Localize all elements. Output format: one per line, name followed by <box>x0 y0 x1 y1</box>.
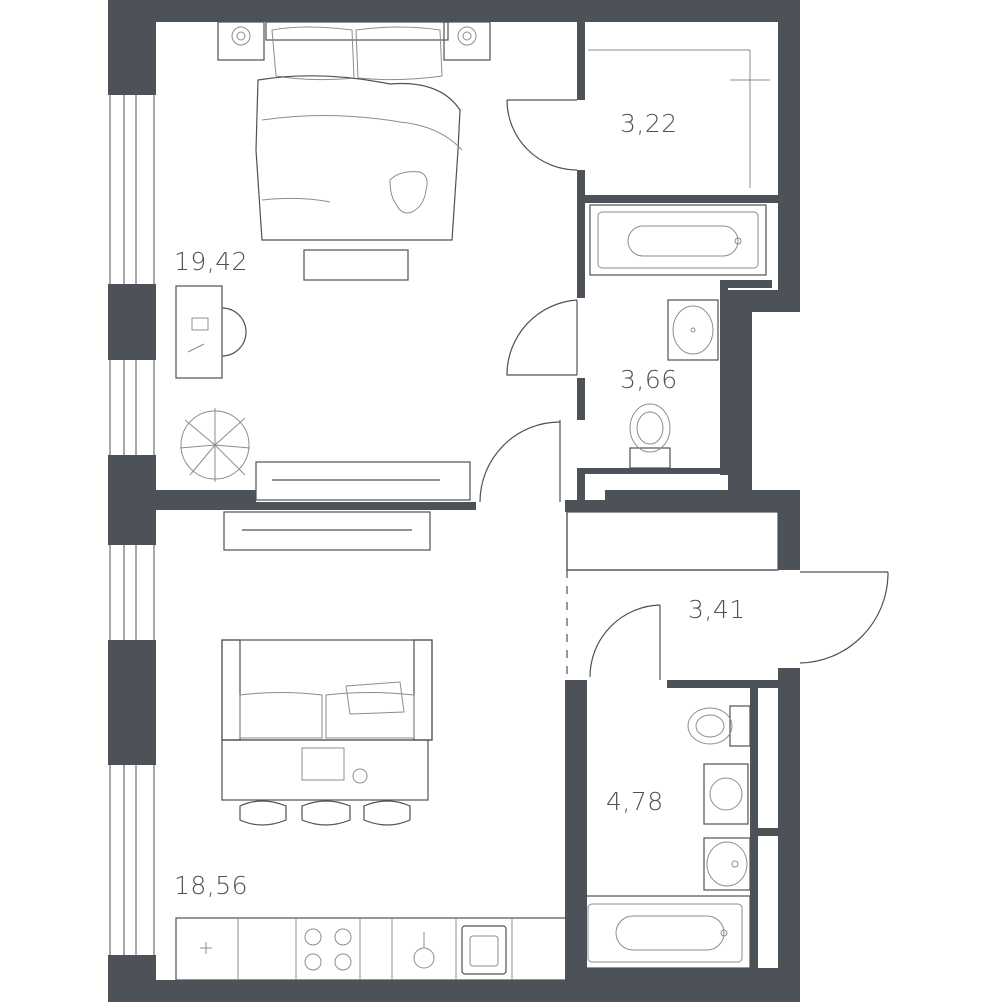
wall-bath2-bottom <box>587 968 778 980</box>
cooktop <box>304 928 352 971</box>
wall-wardrobe-bottom <box>577 195 778 203</box>
wall-left-pier-3 <box>108 455 156 545</box>
bathtub-1 <box>589 204 767 276</box>
window-3 <box>109 545 155 640</box>
wall-left-pier-2 <box>108 284 156 360</box>
bathroom-2-fixtures <box>579 705 751 969</box>
dining-table <box>221 739 429 801</box>
wall-bedroom-living-thin <box>256 502 476 510</box>
tv-stand-bedroom <box>255 461 471 501</box>
toilet-1 <box>629 403 671 469</box>
desk <box>175 285 247 379</box>
area-label-bathroom-2: 4,78 <box>606 787 664 816</box>
interior-walls <box>156 22 800 980</box>
living-furniture <box>221 511 433 826</box>
wall-right-lower <box>778 668 800 1002</box>
cushion <box>345 681 405 715</box>
wall-bath1-right <box>720 280 728 475</box>
bench <box>303 249 409 281</box>
nightstand-left <box>217 21 265 61</box>
flower-icon <box>200 942 212 954</box>
wall-bath1-left-bottom <box>577 468 585 500</box>
outer-walls <box>108 0 800 1002</box>
wall-top <box>108 0 800 22</box>
door-bedroom <box>479 420 561 503</box>
wall-bath1-left-mid <box>577 378 585 420</box>
wall-left-pier-1 <box>108 0 156 95</box>
kitchen <box>175 917 567 981</box>
door-entrance <box>799 571 889 664</box>
washing-machine <box>703 763 749 825</box>
wall-hall-corner <box>565 500 607 512</box>
wall-wardrobe-left-top <box>577 22 585 100</box>
sofa <box>221 639 433 741</box>
area-label-kitchen-living: 18,56 <box>174 871 248 900</box>
window-2 <box>109 360 155 455</box>
dog-icon <box>389 171 428 214</box>
window-1 <box>109 95 155 284</box>
bathtub-2 <box>579 895 751 969</box>
door-bathroom-1 <box>506 299 578 376</box>
sink-2 <box>703 837 751 891</box>
wall-left-pier-5 <box>108 955 156 1002</box>
wall-hall-top <box>605 490 800 512</box>
wall-bath2-left <box>565 680 587 980</box>
tv-unit-living <box>223 511 431 551</box>
faucet-icon <box>413 932 435 969</box>
wall-bath1-right-step <box>720 280 772 288</box>
area-label-wardrobe: 3,22 <box>620 109 678 138</box>
bedroom-furniture <box>175 21 491 501</box>
area-label-bathroom: 3,66 <box>620 365 678 394</box>
wall-wardrobe-left-bottom <box>577 170 585 200</box>
wall-bedroom-living-left <box>156 490 256 510</box>
area-labels: 19,42 3,22 3,66 3,41 18,56 4,78 <box>174 109 746 900</box>
wall-right-mid <box>728 290 752 490</box>
nightstand-right <box>443 21 491 61</box>
windows <box>109 95 155 955</box>
bed <box>255 21 463 241</box>
door-wardrobe <box>506 99 578 171</box>
wall-bath1-bottom <box>585 468 728 474</box>
area-label-hallway: 3,41 <box>688 595 746 624</box>
wall-bath2-niche <box>750 688 758 828</box>
toilet-2 <box>687 705 751 747</box>
wardrobe-hangers <box>588 49 770 188</box>
bathroom-1-fixtures <box>589 204 767 469</box>
window-4 <box>109 765 155 955</box>
wall-bath2-niche-bottom <box>750 836 758 970</box>
hall-wardrobe <box>566 511 779 571</box>
wall-bottom <box>108 980 800 1002</box>
chairs <box>239 800 411 826</box>
wall-right-upper <box>778 0 800 312</box>
door-bathroom-2 <box>589 604 661 680</box>
wall-bath2-niche-step <box>750 828 778 836</box>
kitchen-sink <box>461 925 507 975</box>
laptop-icon <box>301 747 345 781</box>
wall-left-pier-4 <box>108 640 156 765</box>
area-label-bedroom: 19,42 <box>174 247 248 276</box>
wall-bath1-left-top <box>577 200 585 298</box>
doors <box>479 99 889 680</box>
plant <box>179 408 251 482</box>
sink-1 <box>667 299 719 361</box>
wall-bath2-top <box>667 680 778 688</box>
